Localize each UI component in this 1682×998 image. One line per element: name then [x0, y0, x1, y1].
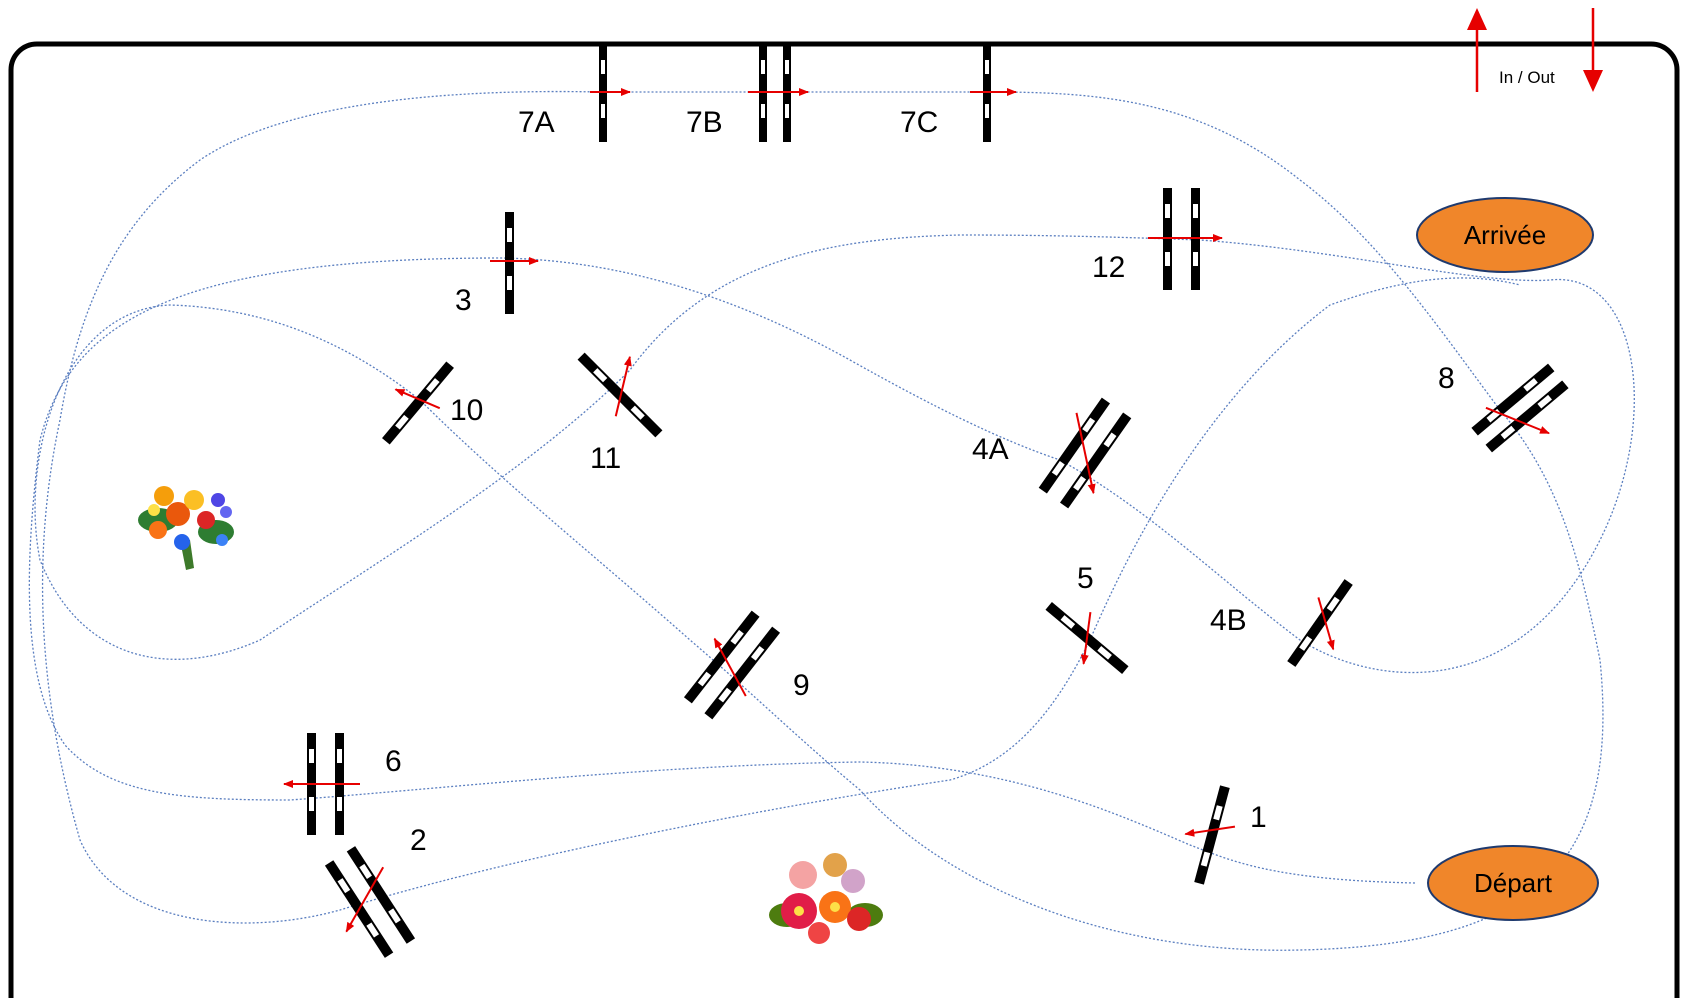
- obstacle-11: [577, 352, 663, 438]
- obstacle-3: 3: [455, 212, 539, 317]
- obstacle-label-1: 1: [1250, 801, 1267, 834]
- obstacle-7b: 7B: [686, 44, 809, 142]
- obstacle-label-4b: 4B: [1210, 604, 1247, 637]
- obstacle-4a: [1038, 397, 1132, 509]
- obstacle-label-5: 5: [1077, 562, 1094, 595]
- obstacle-4b: [1287, 579, 1353, 667]
- obstacle-9: [683, 610, 781, 720]
- start-badge: Départ: [1427, 845, 1599, 921]
- obstacle-8: [1471, 363, 1569, 453]
- obstacle-label-2: 2: [410, 824, 427, 857]
- finish-badge: Arrivée: [1416, 197, 1594, 273]
- arena-border: [8, 41, 1680, 998]
- flower-bouquet-bottom-icon: [769, 853, 883, 944]
- obstacle-label-7c: 7C: [900, 106, 938, 139]
- obstacle-12: 12: [1092, 188, 1223, 290]
- obstacle-label-6: 6: [385, 745, 402, 778]
- obstacle-6: 6: [283, 733, 402, 835]
- obstacle-1: [1184, 785, 1236, 885]
- obstacle-2: [324, 846, 416, 958]
- obstacle-label-12: 12: [1092, 251, 1125, 284]
- obstacle-label-3: 3: [455, 284, 472, 317]
- obstacle-label-7a: 7A: [518, 106, 555, 139]
- obstacle-label-9: 9: [793, 669, 810, 702]
- obstacle-7a: 7A: [518, 44, 631, 142]
- obstacle-label-10: 10: [450, 394, 483, 427]
- obstacle-5: [1045, 602, 1129, 674]
- start-label: Départ: [1474, 868, 1553, 898]
- in-out-label: In / Out: [1499, 68, 1555, 87]
- flower-bouquet-left-icon: [138, 486, 234, 570]
- course-route: [28, 90, 1635, 951]
- obstacle-10: [382, 361, 454, 445]
- obstacle-label-11: 11: [590, 442, 621, 475]
- in-out-legend: In / Out: [1467, 8, 1603, 92]
- obstacle-label-4a: 4A: [972, 433, 1009, 466]
- finish-label: Arrivée: [1464, 220, 1546, 250]
- obstacle-label-7b: 7B: [686, 106, 723, 139]
- obstacle-7c: 7C: [900, 44, 1017, 142]
- obstacle-label-8: 8: [1438, 362, 1455, 395]
